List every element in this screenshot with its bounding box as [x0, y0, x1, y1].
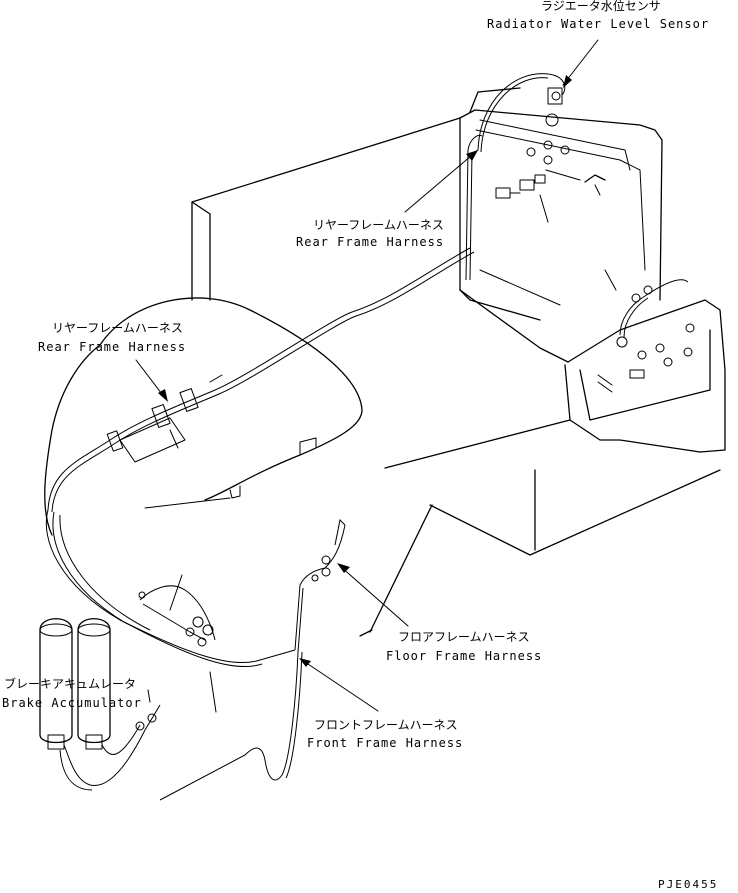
radiator-fittings [495, 87, 570, 199]
sensor-wire [465, 73, 566, 281]
leader-lines [135, 39, 599, 712]
label-en: Brake Accumulator [2, 696, 142, 710]
floor-frame-harness-wire [159, 518, 346, 801]
label-radiator-sensor: ラジエータ水位センサ Radiator Water Level Sensor [487, 0, 709, 31]
label-en: Radiator Water Level Sensor [487, 17, 709, 31]
label-en: Rear Frame Harness [296, 235, 444, 249]
drawing-code: PJE0455 [658, 878, 718, 891]
label-jp: リヤーフレームハーネス [313, 218, 444, 232]
label-rear-frame-harness-upper: リヤーフレームハーネス Rear Frame Harness [296, 218, 444, 249]
label-rear-frame-harness-left: リヤーフレームハーネス Rear Frame Harness [38, 321, 186, 354]
radiator-housing [459, 87, 726, 453]
brake-accumulator-tanks [39, 618, 161, 791]
label-brake-accumulator: ブレーキアキュムレータ Brake Accumulator [2, 676, 142, 710]
label-jp: ラジエータ水位センサ [541, 0, 661, 13]
rear-harness-bundle [45, 247, 475, 668]
label-en: Floor Frame Harness [386, 649, 542, 663]
label-jp: リヤーフレームハーネス [52, 321, 183, 335]
front-connectors [138, 574, 217, 713]
radiator-lower-harness [616, 279, 695, 379]
label-jp: ブレーキアキュムレータ [4, 676, 136, 691]
label-front-frame-harness: フロントフレームハーネス Front Frame Harness [307, 718, 463, 750]
rear-frame-body [191, 117, 721, 637]
label-jp: フロントフレームハーネス [314, 718, 458, 732]
fender-panel [44, 297, 363, 536]
label-floor-frame-harness: フロアフレームハーネス Floor Frame Harness [386, 630, 542, 663]
label-en: Front Frame Harness [307, 736, 463, 750]
label-jp: フロアフレームハーネス [398, 630, 530, 644]
label-en: Rear Frame Harness [38, 340, 186, 354]
